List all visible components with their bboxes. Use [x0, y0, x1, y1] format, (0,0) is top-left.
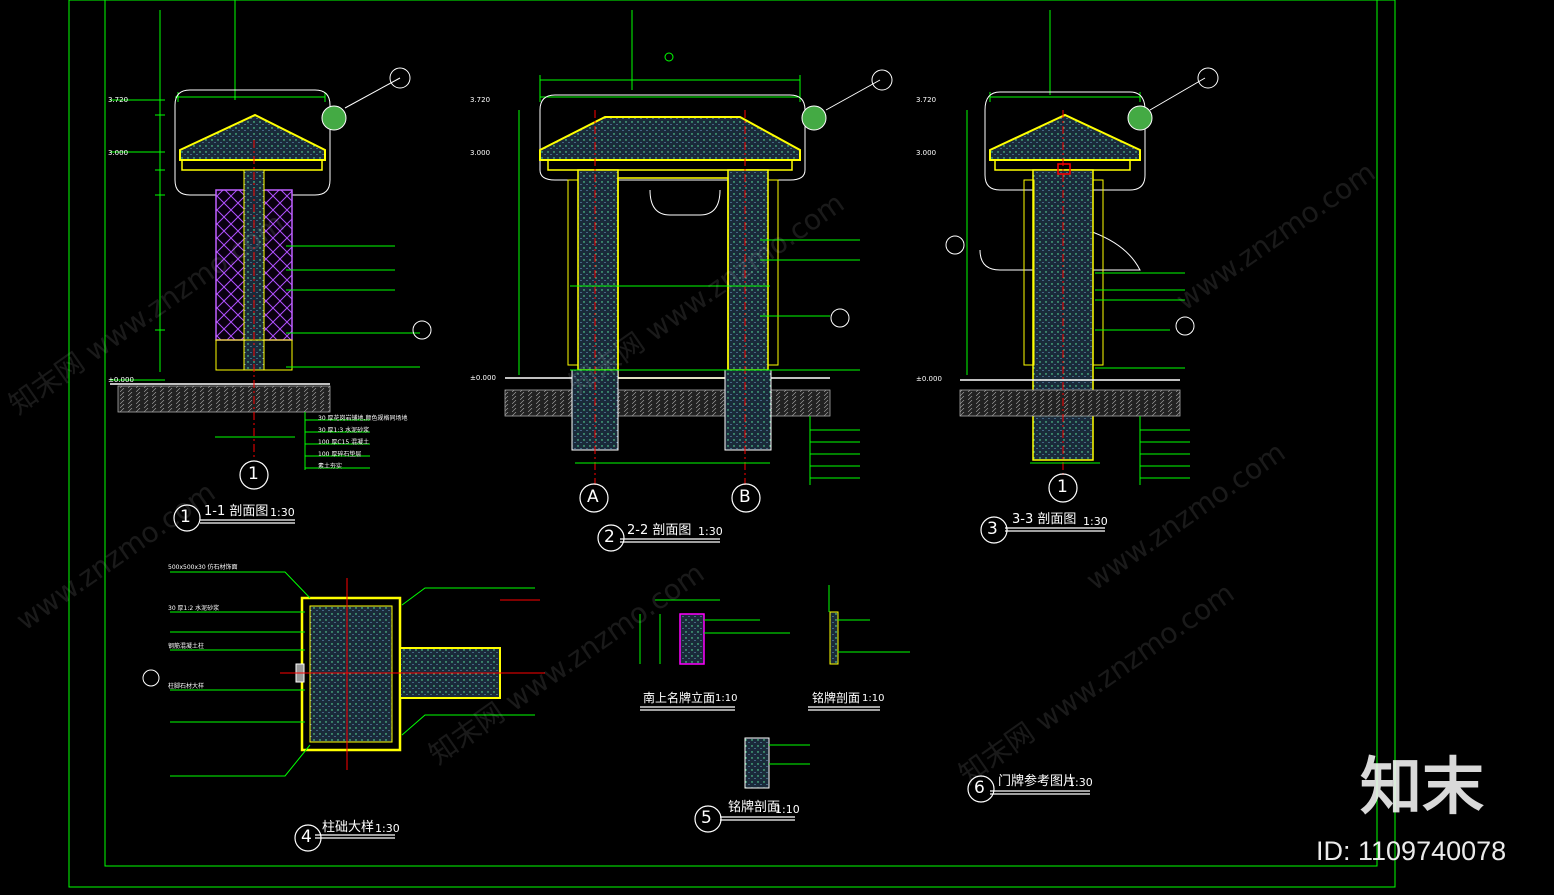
- view-title: 1-1 剖面图: [204, 504, 269, 519]
- sub-view-title: 铭牌剖面: [812, 691, 861, 705]
- column-note: 30 厚1:2 水泥砂浆: [168, 605, 220, 612]
- elevation-mark: ±0.000: [108, 376, 134, 384]
- axis-label: 1: [1057, 477, 1068, 497]
- elevation-mark: 3.000: [470, 149, 491, 157]
- column-note: 柱脚石材大样: [168, 683, 205, 690]
- sheet-frame: [68, 0, 1396, 888]
- sign-detail-drawing: [639, 585, 910, 789]
- view-title: 3-3 剖面图: [1012, 512, 1077, 527]
- elevation-mark: 3.720: [108, 96, 129, 104]
- elevation-mark: 3.000: [916, 149, 937, 157]
- view-scale: 1:30: [375, 822, 400, 835]
- section-3-3-drawing: [945, 10, 1219, 485]
- section-2-2-drawing: [504, 10, 893, 485]
- floor-layer-note: 30 厚1:3 水泥砂浆: [318, 427, 370, 434]
- sub-view-title: 南上名牌立面: [643, 691, 716, 705]
- view-scale: 1:30: [270, 506, 295, 519]
- elevation-mark: 3.720: [470, 96, 491, 104]
- view-scale: 1:30: [698, 525, 723, 538]
- column-note: 钢筋混凝土柱: [168, 643, 205, 650]
- section-1-1-drawing: [110, 0, 432, 470]
- view-scale: 1:30: [1083, 515, 1108, 528]
- view-title: 门牌参考图片: [998, 774, 1077, 789]
- view-number: 2: [604, 527, 615, 547]
- floor-layer-note: 100 厚碎石垫层: [318, 451, 362, 458]
- view-title: 柱础大样: [322, 820, 375, 835]
- column-note: 500x500x30 仿石材饰面: [168, 564, 238, 571]
- axis-label: A: [587, 487, 599, 507]
- floor-layer-note: 素土夯实: [318, 463, 343, 470]
- view-number: 1: [180, 507, 191, 527]
- elevation-mark: 3.720: [916, 96, 937, 104]
- sub-view-scale: 1:10: [715, 693, 738, 704]
- floor-layer-note: 100 厚C15 混凝土: [318, 439, 370, 446]
- view-scale: 1:30: [1068, 776, 1093, 789]
- axis-label: B: [739, 487, 751, 507]
- brand-logo: 知末: [1360, 750, 1485, 823]
- view-title: 2-2 剖面图: [627, 523, 692, 538]
- elevation-mark: 3.000: [108, 149, 129, 157]
- view-number: 5: [701, 808, 712, 828]
- elevation-mark: ±0.000: [470, 374, 496, 382]
- floor-layer-note: 30 厚花岗岩铺地,颜色规格同场地: [318, 415, 408, 422]
- image-id: ID: 1109740078: [1316, 836, 1507, 866]
- view-number: 6: [974, 778, 985, 798]
- elevation-mark: ±0.000: [916, 375, 942, 383]
- view-number: 4: [301, 827, 312, 847]
- view-title: 铭牌剖面: [728, 800, 781, 815]
- sub-view-scale: 1:10: [862, 693, 885, 704]
- view-scale: 1:10: [775, 803, 800, 816]
- column-base-detail-drawing: [142, 571, 545, 777]
- axis-label: 1: [248, 464, 259, 484]
- view-number: 3: [987, 519, 998, 539]
